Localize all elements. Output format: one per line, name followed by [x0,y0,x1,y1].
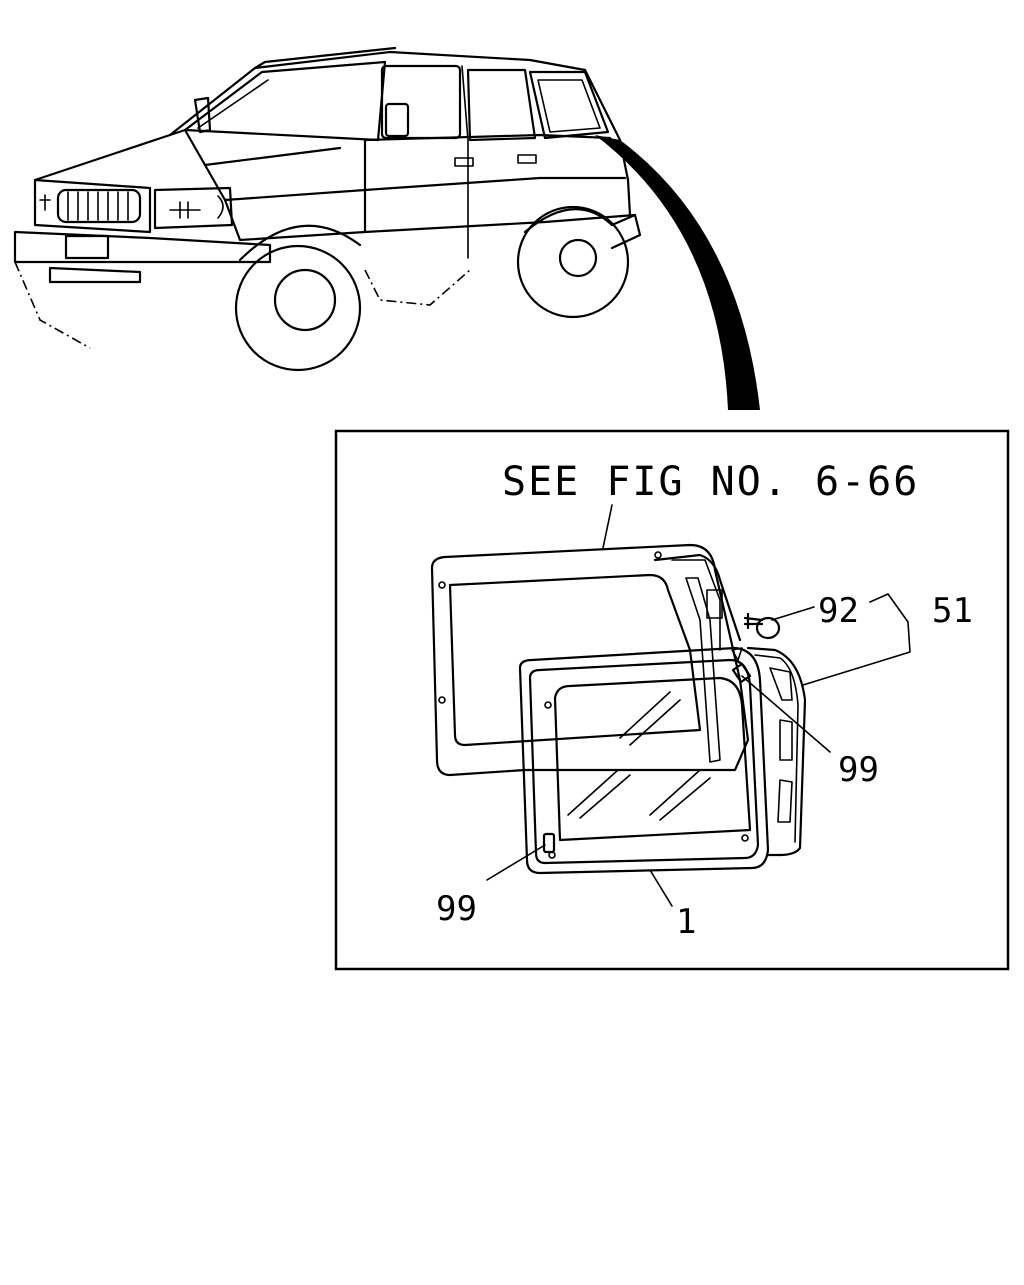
callout-99-upper: 99 [838,750,879,790]
callout-99-lower: 99 [436,889,477,929]
detail-pointer [595,135,760,410]
callout-1: 1 [676,902,696,942]
detail-frame [334,429,1010,971]
reference-label: SEE FIG NO. 6-66 [502,459,919,505]
leader-1 [649,869,673,907]
clip-part [743,612,781,640]
callout-92: 92 [818,591,859,631]
rear-trim-molding [746,646,807,857]
fastener-upper [731,647,752,684]
vehicle-illustration [13,46,642,372]
leader-51-bracket [802,593,911,686]
leader-99-lower [486,844,546,881]
leader-99-upper [741,675,831,753]
leader-92 [771,606,815,621]
body-opening-panel [430,543,750,777]
callout-51: 51 [932,591,973,631]
quarter-glass-assembly [518,646,770,875]
reference-leader-line [602,504,613,549]
fastener-lower [542,832,556,854]
